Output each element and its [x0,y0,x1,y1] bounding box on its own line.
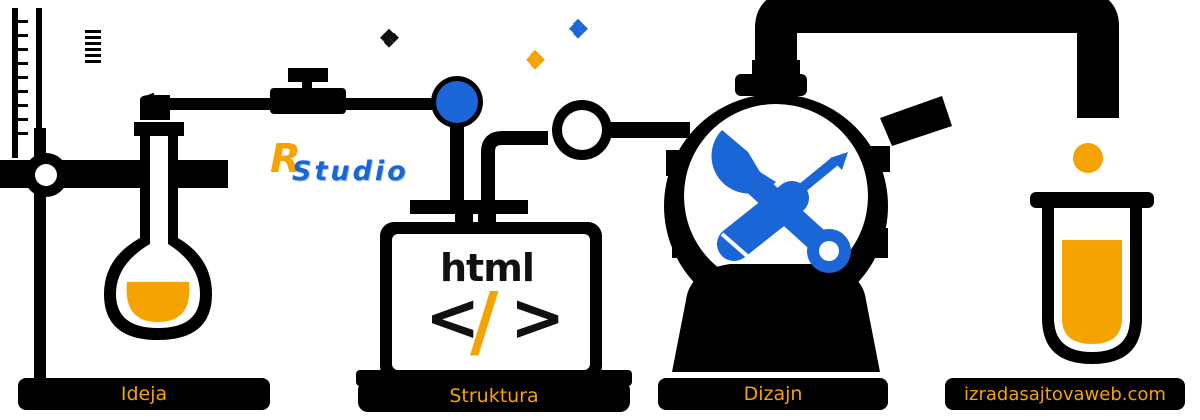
sparkle-orange [526,49,545,70]
label-struktura: Struktura [358,380,630,412]
laptop-icon: < / > [356,200,632,386]
sparkle-blue [569,18,588,39]
screwdriver-icon [717,152,848,264]
tag-right: > [510,279,565,356]
valve-icon [270,68,346,114]
test-tube-icon [1030,143,1154,364]
logo-letter: R [270,136,301,182]
pipe-loop [552,100,690,160]
tag-slash: / [470,277,499,367]
label-ideja: Ideja [18,378,270,410]
sparkle-black [380,28,399,48]
logo-word: Studio [292,156,409,187]
lab-stand [0,8,228,388]
label-dizajn: Dizajn [658,378,888,410]
flask-icon [104,92,432,340]
html-word: html [440,246,535,290]
label-website: izradasajtovaweb.com [945,378,1185,410]
tag-left: < [425,279,480,356]
logo: R Studio [270,136,406,187]
blue-knob [431,76,483,210]
